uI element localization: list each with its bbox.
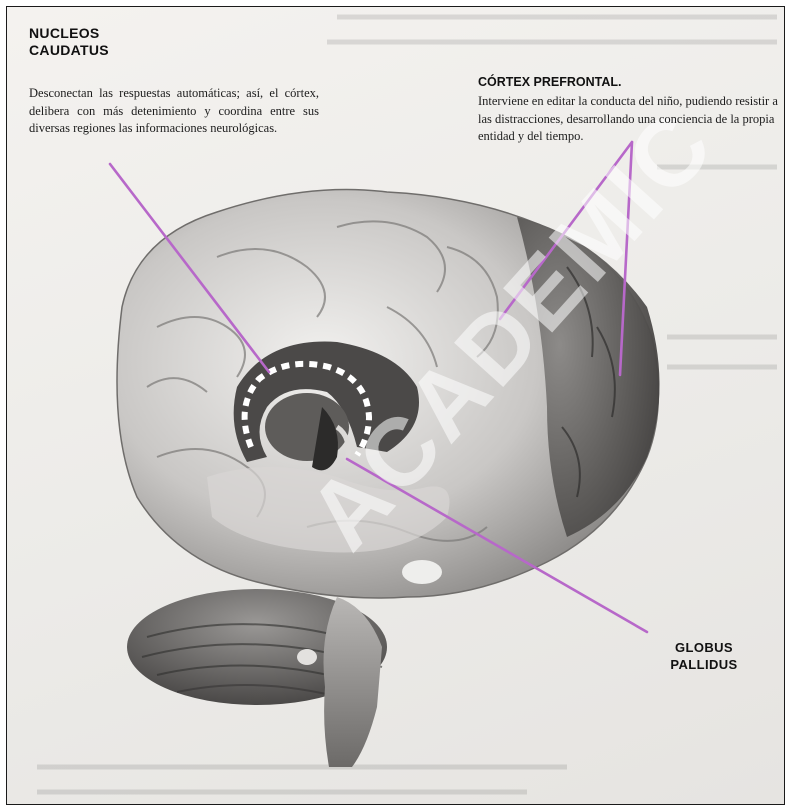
globus-pallidus-label: GLOBUS PALLIDUS	[659, 639, 749, 673]
cortex-prefrontal-description: Interviene en editar la conducta del niñ…	[478, 93, 783, 146]
cortex-prefrontal-title: CÓRTEX PREFRONTAL.	[478, 75, 622, 89]
page-frame: ACADEMIC NUCLEOS CAUDATUS Desconectan la…	[6, 6, 785, 805]
globus-pallidus-line1: GLOBUS	[659, 639, 749, 656]
nucleos-caudatus-title: NUCLEOS CAUDATUS	[29, 25, 109, 59]
nucleos-caudatus-title-line1: NUCLEOS	[29, 25, 109, 42]
nucleos-caudatus-description: Desconectan las respuestas automáticas; …	[29, 85, 319, 138]
nucleos-caudatus-title-line2: CAUDATUS	[29, 42, 109, 59]
globus-pallidus-line2: PALLIDUS	[659, 656, 749, 673]
